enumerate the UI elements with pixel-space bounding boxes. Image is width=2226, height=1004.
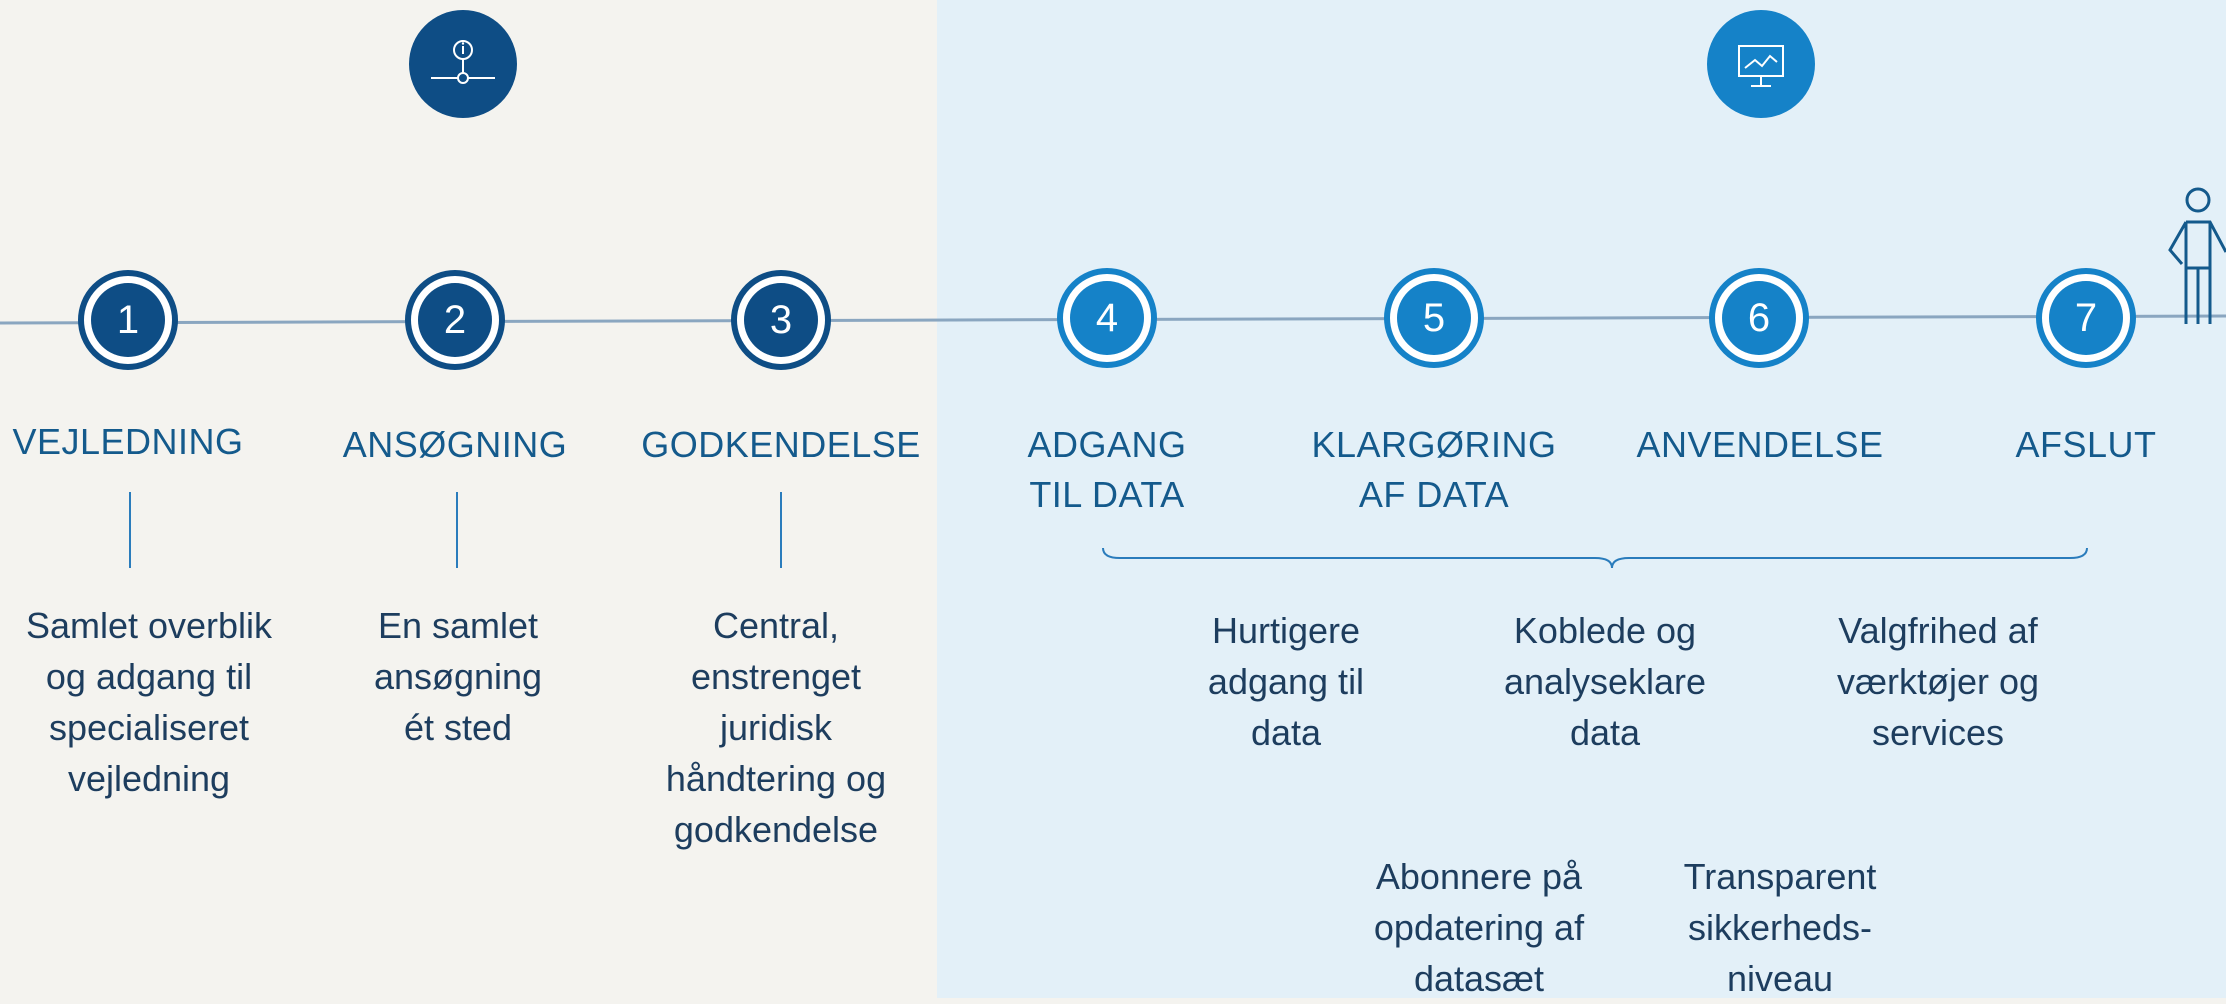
connector-1 xyxy=(129,492,131,568)
step-label-5: KLARGØRING AF DATA xyxy=(1311,424,1557,515)
info-network-icon xyxy=(409,10,517,118)
step-number-7: 7 xyxy=(2049,281,2123,355)
step-number-4: 4 xyxy=(1070,281,1144,355)
step-description-3: Central, enstrenget juridisk håndtering … xyxy=(665,605,887,850)
step-description-2: En samlet ansøgning ét sted xyxy=(373,605,543,748)
step-label-1: VEJLEDNING xyxy=(12,421,244,462)
step-circle-3: 3 xyxy=(731,270,831,370)
monitor-chart-icon xyxy=(1707,10,1815,118)
step-description-1: Samlet overblik og adgang til specialise… xyxy=(25,605,273,799)
benefit-4: Abonnere på opdatering af datasæt xyxy=(1373,856,1585,999)
connector-3 xyxy=(780,492,782,568)
benefit-3: Valgfrihed af værktøjer og services xyxy=(1836,610,2040,753)
connector-2 xyxy=(456,492,458,568)
step-label-6: ANVENDELSE xyxy=(1636,424,1884,465)
step-number-5: 5 xyxy=(1397,281,1471,355)
step-number-1: 1 xyxy=(91,283,165,357)
step-circle-1: 1 xyxy=(78,270,178,370)
step-label-4: ADGANG TIL DATA xyxy=(1027,424,1187,515)
benefit-5: Transparent sikkerheds- niveau xyxy=(1683,856,1877,999)
step-circle-7: 7 xyxy=(2036,268,2136,368)
person-icon xyxy=(2168,187,2226,324)
step-circle-4: 4 xyxy=(1057,268,1157,368)
step-label-3: GODKENDELSE xyxy=(641,424,921,465)
benefit-2: Koblede og analyseklare data xyxy=(1503,610,1707,753)
step-circle-5: 5 xyxy=(1384,268,1484,368)
step-circle-6: 6 xyxy=(1709,268,1809,368)
step-circle-2: 2 xyxy=(405,270,505,370)
step-label-7: AFSLUT xyxy=(2015,424,2157,465)
step-number-3: 3 xyxy=(744,283,818,357)
step-label-2: ANSØGNING xyxy=(342,424,568,465)
step-number-6: 6 xyxy=(1722,281,1796,355)
right-panel xyxy=(937,0,2226,998)
benefit-1: Hurtigere adgang til data xyxy=(1207,610,1365,753)
step-number-2: 2 xyxy=(418,283,492,357)
